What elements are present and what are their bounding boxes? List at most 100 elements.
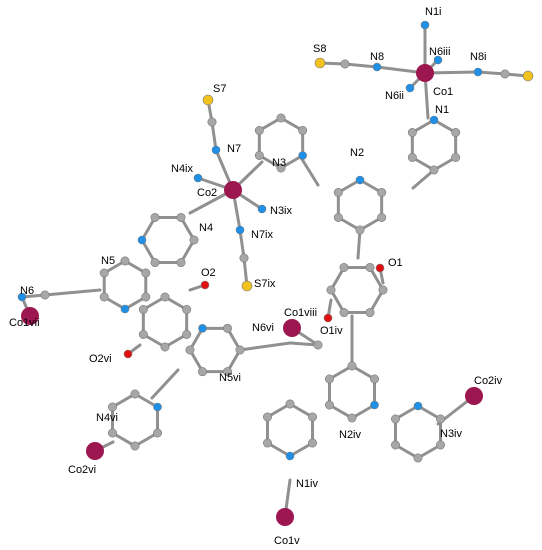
label-n5: N5 — [101, 255, 115, 267]
thiocyanate-s7ix-bond — [238, 228, 246, 260]
pyridine-n2iv-atom — [370, 400, 379, 410]
atom-co1v — [276, 508, 294, 526]
pyridine-n2iv-atom — [347, 361, 357, 371]
label-n3ix: N3ix — [270, 205, 293, 217]
pyridine-n1iv-atom — [262, 438, 272, 448]
pyridine-n3-atom — [298, 126, 308, 136]
label-n4: N4 — [199, 222, 213, 234]
pyridine-n4vi-atom — [107, 402, 117, 412]
thiocyanate-s8i-bond — [476, 70, 507, 76]
pyridine-n5-atom — [141, 292, 151, 302]
label-n6iii: N6iii — [429, 46, 450, 58]
atom-n8i — [473, 67, 483, 77]
pyridine-n4-atom — [176, 258, 186, 268]
atom-o1 — [375, 263, 385, 273]
pyridine-n1-atom — [451, 153, 461, 163]
atom-n1i — [420, 20, 430, 30]
pyridine-n5vi-atom — [223, 367, 233, 377]
pyridine-n1-atom — [451, 128, 461, 138]
label-n1iv: N1iv — [296, 478, 319, 490]
pyridine-n3iv-atom — [436, 414, 446, 424]
pyridine-n2-atom — [377, 188, 387, 198]
pyridine-n2iv-atom — [347, 413, 357, 423]
atom-n6ii — [405, 83, 415, 93]
pyridine-n5-atom — [99, 292, 109, 302]
quinone-core-atom — [182, 329, 192, 339]
quinone-ring-o1-atom — [365, 308, 375, 318]
atom-n6 — [17, 292, 27, 302]
pyridine-n1-atom — [407, 128, 417, 138]
pyridine-n5vi-atom — [185, 345, 195, 355]
label-co1viii: Co1viii — [284, 307, 317, 319]
pyridine-n5-atom — [120, 256, 130, 266]
pyridine-n4-atom — [189, 235, 199, 245]
py-link-bond — [411, 168, 436, 190]
ligand-n6-bond — [43, 288, 102, 297]
label-co1vii: Co1vii — [9, 317, 40, 329]
pyridine-n4vi-atom — [130, 389, 140, 399]
label-n7ix: N7ix — [251, 229, 274, 241]
atom-layer — [17, 20, 534, 526]
pyridine-n1iv-atom — [308, 412, 318, 422]
pyridine-n4-atom — [137, 235, 147, 245]
atom-n4ix — [193, 173, 203, 183]
atom-co1viii — [283, 319, 301, 337]
label-n1i: N1i — [425, 6, 442, 18]
pyridine-n5vi-atom — [198, 367, 208, 377]
pyridine-n4-atom — [150, 212, 160, 222]
label-co2: Co2 — [197, 187, 217, 199]
pyridine-n2iv-atom — [324, 374, 334, 384]
quinone-core-atom — [160, 292, 170, 302]
pyridine-n4-atom — [150, 258, 160, 268]
pyridine-n3-atom — [254, 126, 264, 136]
label-n3iv: N3iv — [440, 428, 463, 440]
terpy-spine-bond — [356, 228, 362, 260]
pyridine-n1-atom — [407, 153, 417, 163]
pyridine-n1-atom — [429, 115, 439, 125]
atom-co2 — [224, 181, 242, 199]
pyridine-n1iv-atom — [308, 438, 318, 448]
pyridine-n2-atom — [355, 225, 365, 235]
label-co2vi: Co2vi — [68, 464, 96, 476]
atom-co1 — [416, 64, 434, 82]
label-s8: S8 — [313, 43, 326, 55]
atom-n6iii — [433, 55, 443, 65]
label-n5vi: N5vi — [219, 372, 241, 384]
atom-co2vi — [86, 442, 104, 460]
pyridine-n4vi-atom — [153, 428, 163, 438]
label-layer: N1i S8 N8 N6iii N8i Co1 N6ii N1 S7 N7 N4… — [9, 6, 503, 547]
atom-co2iv — [465, 387, 483, 405]
quinone-core-atom — [138, 329, 148, 339]
pyridine-n5vi-atom — [235, 345, 245, 355]
pyridine-n3iv-atom — [436, 440, 446, 450]
py-link-bond — [298, 154, 320, 187]
pyridine-n1-atom — [429, 165, 439, 175]
quinone-ring-o1-atom — [339, 308, 349, 318]
pyridine-n4-atom — [176, 212, 186, 222]
label-n7: N7 — [227, 143, 241, 155]
label-n4vi: N4vi — [96, 412, 118, 424]
label-o1: O1 — [388, 257, 403, 269]
label-n8i: N8i — [470, 51, 487, 63]
quinone-core-atom — [160, 342, 170, 352]
label-n2iv: N2iv — [339, 429, 362, 441]
pyridine-n5vi-atom — [223, 323, 233, 333]
arm-co1viii-bond — [288, 341, 320, 347]
pyridine-n5-atom — [120, 304, 130, 314]
label-co1v: Co1v — [274, 535, 300, 547]
quinone-core-atom — [182, 304, 192, 314]
atom-c — [313, 340, 323, 350]
pyridine-n5vi-atom — [198, 324, 207, 333]
label-n6vi: N6vi — [252, 322, 274, 334]
label-n6: N6 — [20, 285, 34, 297]
atom-c — [500, 69, 510, 79]
quinone-ring-o1-atom — [378, 285, 388, 295]
pyridine-n4vi-atom — [153, 402, 162, 412]
atom-s7ix — [241, 280, 253, 292]
atom-s8 — [314, 57, 326, 69]
atom-s7 — [202, 94, 214, 106]
label-co1: Co1 — [433, 86, 453, 98]
pyridine-n5-atom — [141, 268, 151, 278]
